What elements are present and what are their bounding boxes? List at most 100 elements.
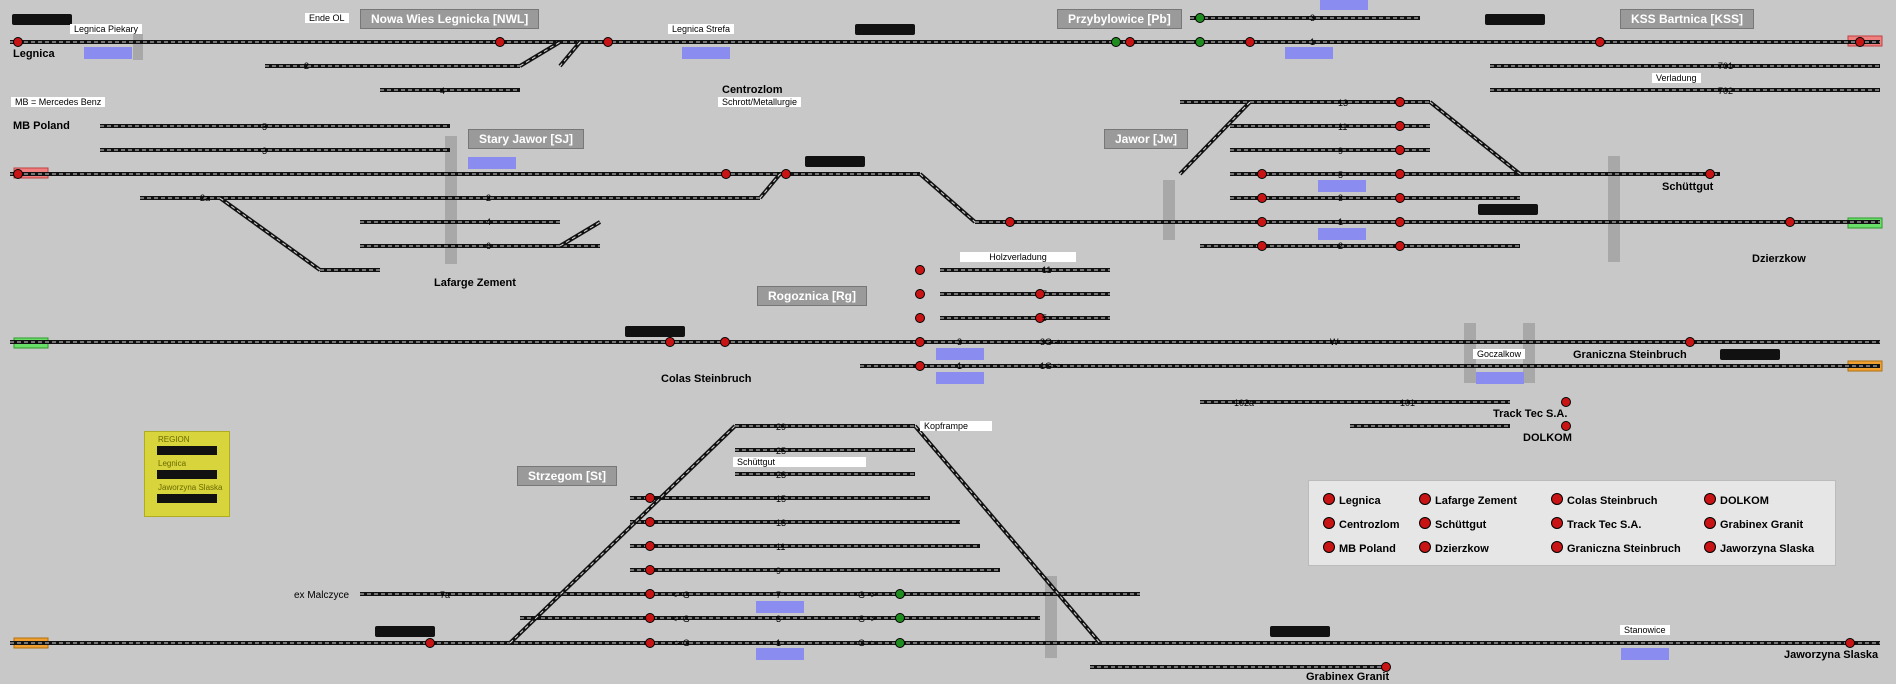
train-number-display[interactable]	[12, 14, 72, 25]
signal-icon[interactable]	[720, 337, 730, 347]
signal-icon[interactable]	[1561, 397, 1571, 407]
signal-icon[interactable]	[645, 638, 655, 648]
legend-item[interactable]: Legnica	[1323, 493, 1381, 507]
signal-icon[interactable]	[1395, 193, 1405, 203]
signal-icon[interactable]	[895, 638, 905, 648]
signal-icon[interactable]	[1685, 337, 1695, 347]
signal-icon[interactable]	[1845, 638, 1855, 648]
signal-icon[interactable]	[895, 613, 905, 623]
signal-icon[interactable]	[603, 37, 613, 47]
signal-icon[interactable]	[1111, 37, 1121, 47]
station-pb[interactable]: Przybylowice [Pb]	[1057, 9, 1182, 29]
legend-item[interactable]: Track Tec S.A.	[1551, 517, 1641, 531]
track-label: G ->	[858, 590, 876, 600]
station-rg[interactable]: Rogoznica [Rg]	[757, 286, 867, 306]
signal-icon[interactable]	[645, 493, 655, 503]
signal-icon[interactable]	[645, 541, 655, 551]
signal-icon[interactable]	[1005, 217, 1015, 227]
track-label: 7	[1042, 289, 1047, 299]
train-number-display[interactable]	[1478, 204, 1538, 215]
signal-icon[interactable]	[1381, 662, 1391, 672]
signal-icon[interactable]	[1257, 193, 1267, 203]
signal-icon[interactable]	[915, 289, 925, 299]
signal-icon	[1704, 493, 1716, 505]
station-st[interactable]: Strzegom [St]	[517, 466, 617, 486]
signal-icon[interactable]	[1705, 169, 1715, 179]
track-label: 2a	[200, 193, 210, 203]
legend-item[interactable]: Grabinex Granit	[1704, 517, 1803, 531]
region-display	[157, 494, 217, 503]
signal-icon[interactable]	[645, 517, 655, 527]
signal-icon[interactable]	[13, 37, 23, 47]
track-segment	[919, 173, 976, 223]
region-item-jaworzyna: Jaworzyna Slaska	[158, 483, 223, 492]
signal-icon[interactable]	[1245, 37, 1255, 47]
signal-icon[interactable]	[645, 565, 655, 575]
legend-item[interactable]: Schüttgut	[1419, 517, 1486, 531]
legend-item[interactable]: Lafarge Zement	[1419, 493, 1517, 507]
signal-icon[interactable]	[425, 638, 435, 648]
train-number-display[interactable]	[1270, 626, 1330, 637]
signal-icon[interactable]	[1395, 121, 1405, 131]
track-label: 2	[304, 61, 309, 71]
legend-item[interactable]: Graniczna Steinbruch	[1551, 541, 1681, 555]
signal-icon[interactable]	[1395, 241, 1405, 251]
signal-icon[interactable]	[915, 361, 925, 371]
track-label: 3	[1338, 193, 1343, 203]
signal-icon[interactable]	[495, 37, 505, 47]
station-nwl[interactable]: Nowa Wies Legnicka [NWL]	[360, 9, 540, 29]
train-number-display[interactable]	[805, 156, 865, 167]
signal-icon[interactable]	[1395, 97, 1405, 107]
signal-icon[interactable]	[915, 313, 925, 323]
signal-icon[interactable]	[915, 265, 925, 275]
signal-icon[interactable]	[721, 169, 731, 179]
legend-item[interactable]: DOLKOM	[1704, 493, 1769, 507]
place-ex-malczyce: ex Malczyce	[294, 590, 350, 601]
place-schuttgut2: Schüttgut	[733, 457, 866, 467]
signal-icon[interactable]	[645, 589, 655, 599]
track-label: 3	[262, 146, 267, 156]
track-segment	[759, 173, 781, 199]
train-number-display[interactable]	[375, 626, 435, 637]
track-label: 3G ->	[1040, 337, 1063, 347]
signal-icon[interactable]	[1195, 13, 1205, 23]
signal-icon[interactable]	[645, 613, 655, 623]
place-mb-poland: MB Poland	[13, 120, 70, 132]
signal-icon[interactable]	[1035, 289, 1045, 299]
legend-item[interactable]: Centrozlom	[1323, 517, 1400, 531]
signal-icon[interactable]	[1785, 217, 1795, 227]
track-label: 13	[1338, 98, 1348, 108]
train-number-display[interactable]	[1720, 349, 1780, 360]
train-number-display[interactable]	[625, 326, 685, 337]
signal-icon[interactable]	[13, 169, 23, 179]
signal-icon[interactable]	[1395, 169, 1405, 179]
station-jw[interactable]: Jawor [Jw]	[1104, 129, 1189, 149]
signal-icon[interactable]	[1195, 37, 1205, 47]
signal-icon[interactable]	[1855, 37, 1865, 47]
signal-icon[interactable]	[915, 337, 925, 347]
signal-icon[interactable]	[1125, 37, 1135, 47]
station-kss[interactable]: KSS Bartnica [KSS]	[1620, 9, 1755, 29]
track-segment	[559, 41, 581, 67]
signal-icon[interactable]	[1595, 37, 1605, 47]
legend-item[interactable]: MB Poland	[1323, 541, 1396, 555]
signal-icon[interactable]	[1257, 169, 1267, 179]
signal-icon[interactable]	[895, 589, 905, 599]
signal-icon[interactable]	[1035, 313, 1045, 323]
track-label: G ->	[858, 638, 876, 648]
region-panel[interactable]: REGION Legnica Jaworzyna Slaska	[144, 431, 230, 517]
signal-icon[interactable]	[665, 337, 675, 347]
signal-icon[interactable]	[1395, 217, 1405, 227]
train-number-display[interactable]	[1485, 14, 1545, 25]
signal-icon[interactable]	[1561, 421, 1571, 431]
signal-icon[interactable]	[1395, 145, 1405, 155]
legend-item[interactable]: Colas Steinbruch	[1551, 493, 1657, 507]
legend-item[interactable]: Dzierzkow	[1419, 541, 1489, 555]
signal-icon[interactable]	[1257, 217, 1267, 227]
legend-item[interactable]: Jaworzyna Slaska	[1704, 541, 1814, 555]
station-sj[interactable]: Stary Jawor [SJ]	[468, 129, 585, 149]
train-number-display[interactable]	[855, 24, 915, 35]
signal-icon[interactable]	[1257, 241, 1267, 251]
signal-icon	[1323, 493, 1335, 505]
signal-icon[interactable]	[781, 169, 791, 179]
